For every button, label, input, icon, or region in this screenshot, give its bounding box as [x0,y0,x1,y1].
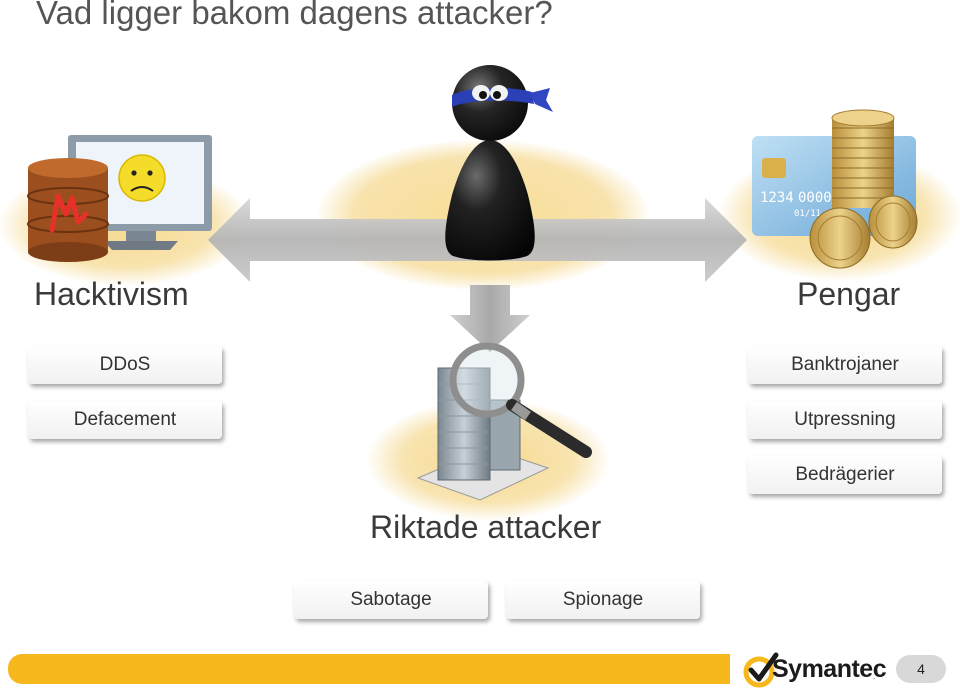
sad-face-icon [118,154,166,202]
magnifier-icon [449,342,592,458]
hacktivism-heading: Hacktivism [34,276,189,312]
card-number-1: 1234 [760,190,794,206]
card-chip [762,158,786,178]
building-icon [437,367,491,481]
pengar-heading: Pengar [797,276,901,312]
page-title: Vad ligger bakom dagens attacker? [36,0,553,31]
symantec-checkmark-icon [743,652,779,688]
symantec-logo: Symantec [772,655,887,683]
tag-banktrojaner: Banktrojaner [748,346,942,384]
down-arrow [450,285,530,352]
tag-sabotage: Sabotage [294,581,488,619]
footer-bar [8,654,730,684]
card-number-2: 0000 [798,190,832,206]
targeted-attacks-heading: Riktade attacker [370,509,602,545]
tag-ddos: DDoS [28,346,222,384]
trademark-symbol: . [873,672,876,681]
page-number: 4 [896,655,946,683]
card-expiry: 01/11 [794,209,821,219]
coin-stack-icon [809,109,918,269]
tag-bedragerier: Bedrägerier [748,456,942,494]
tag-defacement: Defacement [28,401,222,439]
tag-utpressning: Utpressning [748,401,942,439]
database-icon [27,158,109,262]
tag-spionage: Spionage [506,581,700,619]
